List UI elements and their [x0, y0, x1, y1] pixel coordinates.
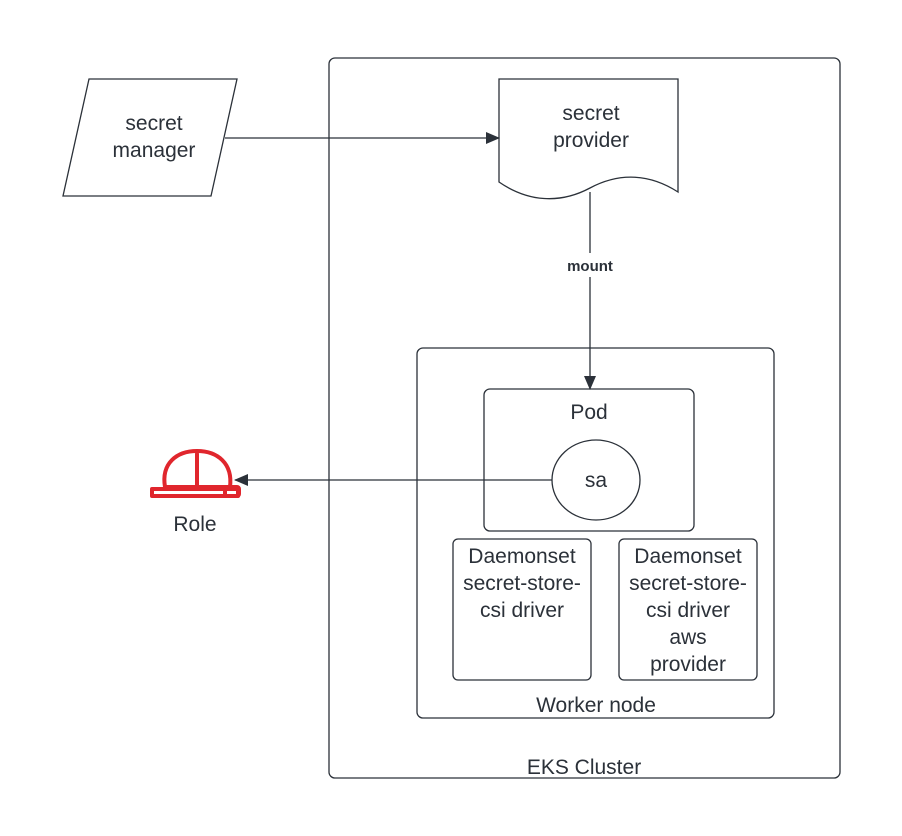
secret-provider-line-1: secret	[562, 102, 619, 125]
secret-provider-line-2: provider	[553, 129, 629, 152]
secret-manager-shape	[62, 78, 238, 197]
secret-provider-node: secret provider	[498, 78, 679, 200]
edge-provider-to-pod: mount	[567, 192, 613, 390]
secret-manager-line-2: manager	[113, 139, 196, 162]
daemonset-csi-driver-line-2: secret-store-	[463, 572, 581, 595]
sa-label: sa	[585, 469, 608, 492]
sa-node: sa	[551, 439, 641, 521]
daemonset-aws-provider-line-3: csi driver	[646, 599, 730, 622]
daemonset-aws-provider-node: Daemonset secret-store- csi driver aws p…	[618, 538, 758, 681]
secret-manager-line-1: secret	[125, 112, 182, 135]
daemonset-csi-driver-line-3: csi driver	[480, 599, 564, 622]
mount-edge-label: mount	[567, 258, 613, 275]
role-label: Role	[173, 513, 216, 536]
secret-manager-node: secret manager	[62, 78, 238, 197]
daemonset-aws-provider-box	[618, 538, 758, 681]
hard-hat-icon	[150, 449, 241, 498]
daemonset-aws-provider-line-5: provider	[650, 653, 726, 676]
pod-label: Pod	[570, 401, 607, 424]
eks-cluster-label: EKS Cluster	[527, 756, 641, 779]
daemonset-csi-driver-box	[452, 538, 592, 681]
daemonset-csi-driver-node: Daemonset secret-store- csi driver	[452, 538, 592, 681]
role-node: Role	[150, 449, 241, 536]
daemonset-aws-provider-line-2: secret-store-	[629, 572, 747, 595]
daemonset-aws-provider-line-4: aws	[669, 626, 706, 649]
daemonset-aws-provider-line-1: Daemonset	[634, 545, 742, 568]
worker-node-label: Worker node	[536, 694, 656, 717]
secret-provider-shape	[498, 78, 679, 200]
daemonset-csi-driver-line-1: Daemonset	[468, 545, 576, 568]
